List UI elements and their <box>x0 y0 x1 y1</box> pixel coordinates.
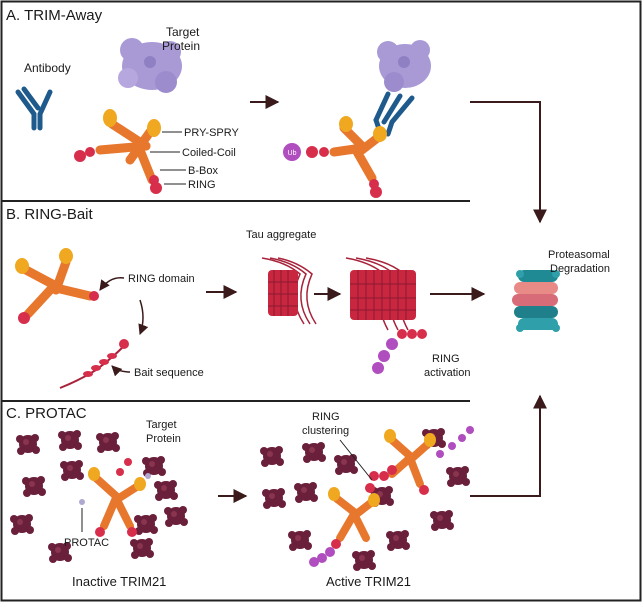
target-protein-label-2: Protein <box>162 39 200 53</box>
panel-c-title: C. PROTAC <box>6 405 87 422</box>
target-protein-c-label-2: Protein <box>146 433 181 445</box>
ring-clustering-label-1: RING <box>312 411 340 423</box>
bait-sequence <box>59 339 129 389</box>
target-protein-bound-icon <box>377 40 431 92</box>
panel-c: C. PROTAC Target Protein <box>6 394 547 589</box>
antibody-label: Antibody <box>24 61 71 75</box>
coiled-coil-label: Coiled-Coil <box>182 147 236 159</box>
bait-sequence-label: Bait sequence <box>134 367 204 379</box>
ring-label: RING <box>188 179 216 191</box>
trim21-structure <box>74 109 162 194</box>
target-protein-label-1: Target <box>166 25 200 39</box>
ring-domain-pointer <box>99 277 125 291</box>
target-protein-aggregates-right <box>260 428 470 571</box>
tau-aggregate-bound <box>345 257 427 374</box>
tau-aggregate <box>261 257 317 325</box>
panel-b: B. RING-Bait RING domain Bait sequence T… <box>6 206 610 389</box>
inactive-trim21-structure <box>79 458 151 537</box>
panel-a: A. TRIM-Away Antibody Target Protein <box>6 7 547 224</box>
panel-b-title: B. RING-Bait <box>6 206 94 223</box>
degradation-label: Degradation <box>550 263 610 275</box>
active-trim21-label: Active TRIM21 <box>326 574 411 589</box>
pry-spry-label: PRY-SPRY <box>184 127 239 139</box>
b-box-label: B-Box <box>188 165 218 177</box>
panel-a-to-proteasome-arrow <box>470 101 547 224</box>
panel-c-to-proteasome-arrow <box>470 394 547 497</box>
ring-activation-label-2: activation <box>424 367 470 379</box>
trim21-ring-bait-structure <box>15 248 99 324</box>
domain-leaders <box>150 131 186 185</box>
antibody-icon <box>15 86 53 131</box>
tau-aggregate-label: Tau aggregate <box>246 229 316 241</box>
ubiquitin-label: Ub <box>288 150 297 157</box>
bait-sequence-pointer <box>111 365 131 377</box>
ring-activation-label-1: RING <box>432 353 460 365</box>
ubiquitin-icon: Ub <box>283 143 301 161</box>
proteasomal-label: Proteasomal <box>548 249 610 261</box>
inactive-trim21-label: Inactive TRIM21 <box>72 574 166 589</box>
target-protein-icon <box>118 38 182 93</box>
ring-domain-to-bait-pointer <box>138 299 149 335</box>
ring-domain-label: RING domain <box>128 273 195 285</box>
panel-a-title: A. TRIM-Away <box>6 7 103 24</box>
proteasome-icon <box>512 270 560 332</box>
trim21-bound-structure <box>306 116 387 198</box>
ring-clustering-pointer <box>339 439 373 481</box>
active-trim21-structure-1 <box>309 471 380 567</box>
target-protein-c-label-1: Target <box>146 419 177 431</box>
active-trim21-structure-2 <box>379 426 474 495</box>
protac-label: PROTAC <box>64 537 109 549</box>
ring-clustering-label-2: clustering <box>302 425 349 437</box>
